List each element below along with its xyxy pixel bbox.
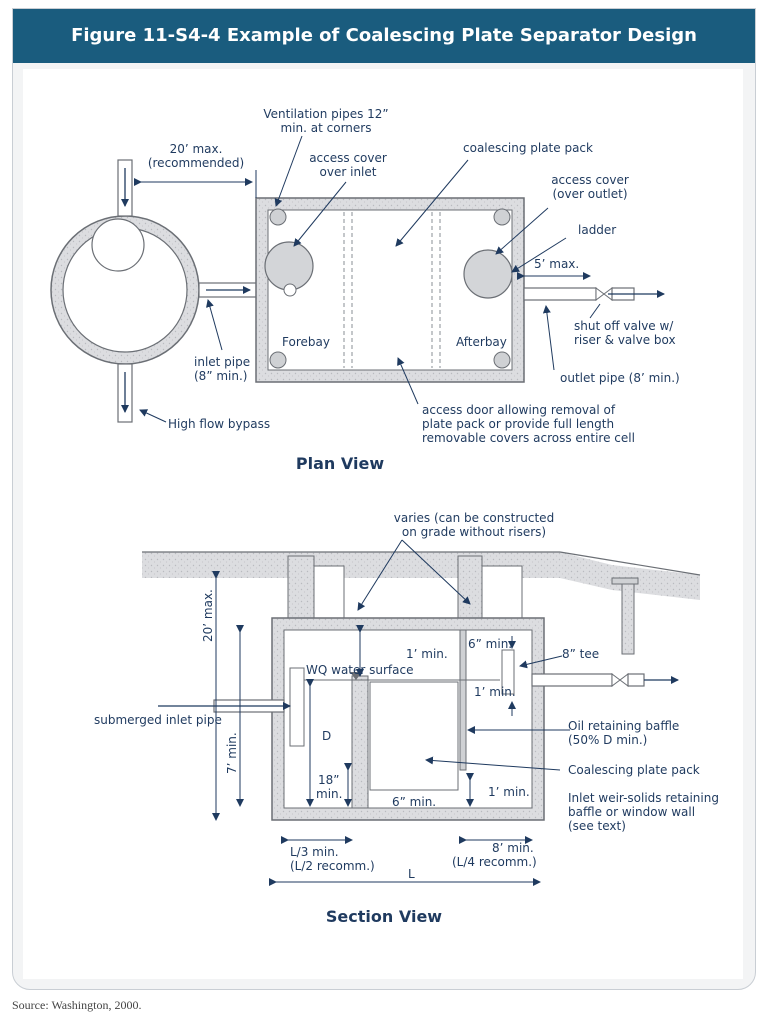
label-six-min-bottom: 6” min. [392, 795, 436, 809]
label-one-min-right: 1’ min. [474, 685, 516, 699]
label-shutoff-valve: shut off valve w/ [574, 319, 674, 333]
label-seven-min: 7’ min. [225, 732, 239, 774]
label-riser-valve-box: riser & valve box [574, 333, 676, 347]
access-cover-inlet [264, 241, 314, 291]
label-over-outlet: (over outlet) [552, 187, 627, 201]
label-access-cover-inlet: access cover [309, 151, 387, 165]
label-oil-baffle: Oil retaining baffle [568, 719, 679, 733]
label-l2-recomm: (L/2 recomm.) [290, 859, 375, 873]
label-afterbay: Afterbay [456, 335, 507, 349]
vent-pipe-icon [269, 351, 287, 369]
label-coalescing-plate-pack: coalescing plate pack [463, 141, 593, 155]
label-access-door-1: access door allowing removal of [422, 403, 616, 417]
label-eight-min: 8’ min. [492, 841, 534, 855]
label-eighteen: 18” [318, 773, 340, 787]
section-outlet-pipe [531, 673, 613, 687]
plan-view-heading: Plan View [296, 454, 384, 473]
label-twenty-max: 20’ max. [201, 589, 215, 642]
section-view: varies (can be constructed on grade with… [94, 511, 719, 926]
label-l3-min: L/3 min. [290, 845, 339, 859]
label-access-door-2: plate pack or provide full length [422, 417, 614, 431]
label-eighteen-min: min. [316, 787, 342, 801]
label-ladder: ladder [578, 223, 616, 237]
vent-pipe-icon [493, 351, 511, 369]
label-inlet-weir-3: (see text) [568, 819, 626, 833]
label-access-cover-outlet: access cover [551, 173, 629, 187]
label-recommended: (recommended) [148, 156, 244, 170]
riser-left [287, 555, 315, 623]
figure-title: Figure 11-S4-4 Example of Coalescing Pla… [13, 9, 755, 63]
vent-pipe-icon [269, 208, 287, 226]
outlet-tee [501, 649, 515, 695]
plan-view: 20’ max. (recommended) Ventilation pipes… [50, 107, 680, 473]
label-wq-water-surface: WQ water surface [306, 663, 413, 677]
vent-pipe-icon [493, 208, 511, 226]
label-l: L [408, 867, 415, 881]
access-cover-outlet [463, 249, 513, 299]
label-on-grade: on grade without risers) [402, 525, 546, 539]
section-plate-pack [369, 681, 459, 791]
source-note: Source: Washington, 2000. [12, 998, 142, 1012]
label-eight-tee: 8” tee [562, 647, 599, 661]
label-d: D [322, 729, 331, 743]
label-access-door-3: removable covers across entire cell [422, 431, 635, 445]
oil-baffle [459, 629, 467, 771]
label-inlet-weir-1: Inlet weir-solids retaining [568, 791, 719, 805]
label-inlet-pipe-size: (8” min.) [194, 369, 247, 383]
label-one-min-bottom: 1’ min. [488, 785, 530, 799]
label-six-min-top: 6” min. [468, 637, 512, 651]
section-view-heading: Section View [326, 907, 442, 926]
label-outlet-pipe: outlet pipe (8’ min.) [560, 371, 680, 385]
label-inlet-weir-2: baffle or window wall [568, 805, 695, 819]
label-inlet-pipe: inlet pipe [194, 355, 250, 369]
label-over-inlet: over inlet [320, 165, 377, 179]
label-varies: varies (can be constructed [394, 511, 554, 525]
label-ventilation-pipes: Ventilation pipes 12” [263, 107, 388, 121]
riser-right [457, 555, 483, 623]
label-five-max: 5’ max. [534, 257, 579, 271]
plan-outlet-pipe [523, 287, 597, 301]
label-forebay: Forebay [282, 335, 330, 349]
label-high-flow-bypass: High flow bypass [168, 417, 270, 431]
label-max-distance: 20’ max. [170, 142, 223, 156]
label-ventilation-corners: min. at corners [281, 121, 372, 135]
label-section-plate-pack: Coalescing plate pack [568, 763, 700, 777]
label-one-min-top: 1’ min. [406, 647, 448, 661]
label-submerged-inlet-pipe: submerged inlet pipe [94, 713, 222, 727]
label-oil-baffle-size: (50% D min.) [568, 733, 647, 747]
inlet-weir [351, 675, 369, 809]
label-l4-recomm: (L/4 recomm.) [452, 855, 537, 869]
